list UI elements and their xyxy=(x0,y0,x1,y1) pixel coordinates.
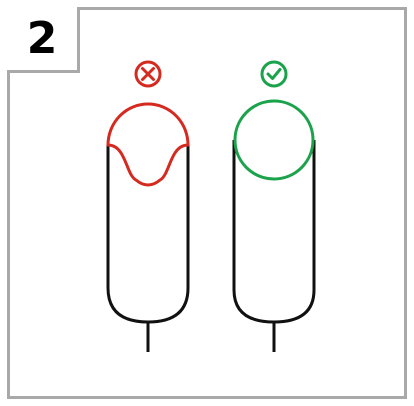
correct-round-tip xyxy=(235,101,313,179)
incorrect-example xyxy=(108,62,188,352)
check-circle-icon xyxy=(262,62,286,86)
incorrect-collapsed-tip xyxy=(108,104,188,185)
correct-example xyxy=(234,62,314,352)
x-circle-icon xyxy=(136,62,160,86)
incorrect-balloon-body xyxy=(108,145,188,322)
